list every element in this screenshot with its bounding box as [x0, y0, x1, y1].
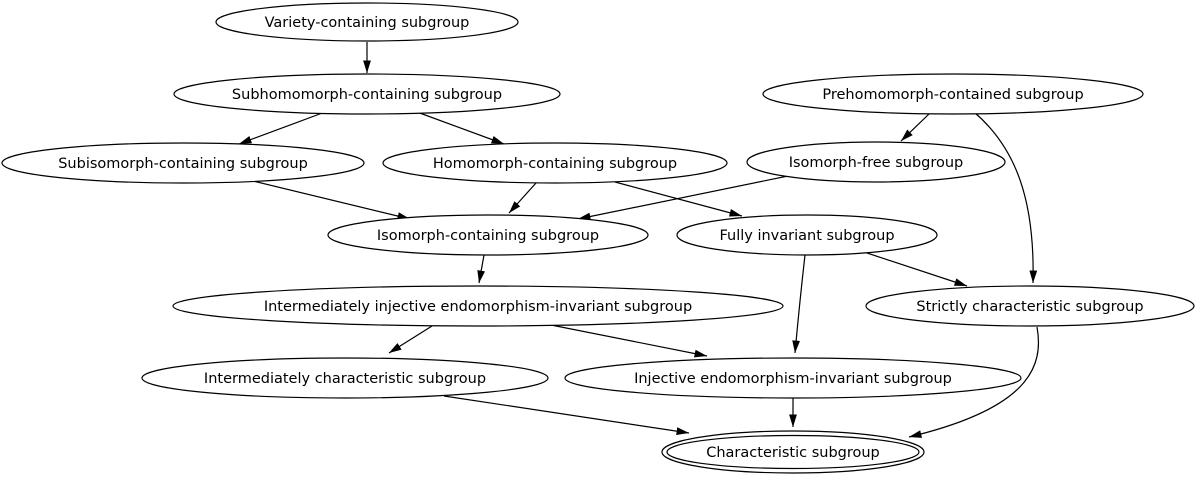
node-ellipse: [676, 214, 938, 256]
edge-intchar-to-characteristic: [443, 395, 690, 435]
node-intinjective: Intermediately injective endomorphism-in…: [172, 285, 784, 327]
node-homomorph: Homomorph-containing subgroup: [382, 142, 728, 184]
node-strictlychar: Strictly characteristic subgroup: [865, 285, 1195, 327]
node-label: Prehomomorph-contained subgroup: [822, 87, 1083, 103]
node-subhomomorph: Subhomomorph-containing subgroup: [173, 73, 561, 115]
node-label: Subisomorph-containing subgroup: [58, 156, 308, 172]
node-label: Isomorph-free subgroup: [789, 155, 964, 171]
node-subisomorph: Subisomorph-containing subgroup: [1, 142, 365, 184]
edge-isomorphfree-to-isomorphcontaining: [577, 175, 789, 221]
node-ellipse: [172, 285, 784, 327]
node-label: Intermediately characteristic subgroup: [204, 371, 486, 387]
node-ellipse: [173, 73, 561, 115]
node-ellipse: [215, 2, 519, 42]
node-label: Intermediately injective endomorphism-in…: [264, 299, 692, 315]
edge-fullyinvariant-to-injective: [792, 254, 806, 354]
node-label: Characteristic subgroup: [706, 445, 880, 461]
node-variety: Variety-containing subgroup: [215, 2, 519, 42]
node-ellipse: [1, 142, 365, 184]
node-isomorphfree: Isomorph-free subgroup: [746, 141, 1006, 183]
node-ellipse: [564, 357, 1022, 399]
edge-subhomomorph-to-homomorph: [416, 111, 505, 145]
node-ellipse: [141, 357, 549, 399]
node-label: Variety-containing subgroup: [265, 15, 470, 31]
edge-prehomomorph-to-isomorphfree: [900, 113, 930, 142]
node-label: Isomorph-containing subgroup: [377, 228, 599, 244]
node-isomorphcontaining: Isomorph-containing subgroup: [327, 214, 649, 256]
node-ellipse: [746, 141, 1006, 183]
node-ellipse-inner: [666, 434, 920, 470]
node-ellipse: [382, 142, 728, 184]
edge-intinjective-to-injective: [545, 323, 708, 358]
node-label: Homomorph-containing subgroup: [433, 156, 677, 172]
node-label: Fully invariant subgroup: [719, 228, 894, 244]
edge-strictlychar-to-characteristic: [908, 326, 1040, 438]
edge-fullyinvariant-to-strictlychar: [863, 251, 968, 287]
node-fullyinvariant: Fully invariant subgroup: [676, 214, 938, 256]
edge-homomorph-to-isomorphcontaining: [508, 182, 537, 214]
node-prehomomorph: Prehomomorph-contained subgroup: [762, 73, 1144, 115]
edges-layer: [238, 42, 1040, 438]
node-injective: Injective endomorphism-invariant subgrou…: [564, 357, 1022, 399]
node-intchar: Intermediately characteristic subgroup: [141, 357, 549, 399]
node-label: Strictly characteristic subgroup: [916, 299, 1143, 315]
node-ellipse: [865, 285, 1195, 327]
edge-intinjective-to-intchar: [388, 325, 433, 354]
edge-subhomomorph-to-subisomorph: [238, 111, 326, 145]
node-label: Subhomomorph-containing subgroup: [232, 87, 502, 103]
edge-prehomomorph-to-strictlychar: [973, 111, 1038, 284]
edge-isomorphcontaining-to-intinjective: [477, 254, 486, 284]
node-characteristic: Characteristic subgroup: [661, 430, 925, 474]
node-ellipse: [762, 73, 1144, 115]
edge-subisomorph-to-isomorphcontaining: [252, 180, 411, 220]
node-label: Injective endomorphism-invariant subgrou…: [634, 371, 952, 387]
node-ellipse: [327, 214, 649, 256]
